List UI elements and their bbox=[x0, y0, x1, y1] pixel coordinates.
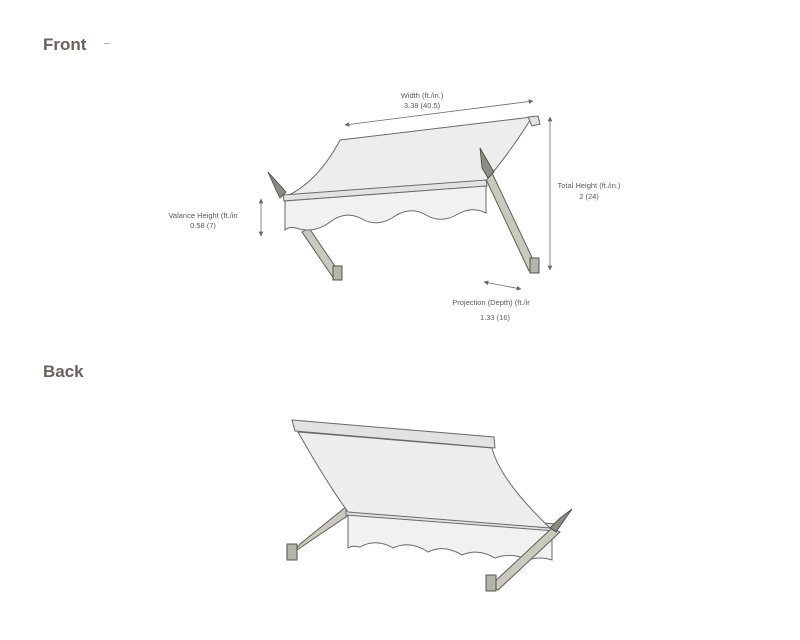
back-top-roller bbox=[291, 419, 496, 449]
back-right-finial bbox=[549, 508, 573, 533]
front-right-finial bbox=[479, 147, 495, 179]
front-section-title: Front bbox=[43, 35, 87, 54]
back-left-wall-bracket bbox=[286, 543, 298, 561]
front-bar bbox=[282, 179, 488, 202]
back-left-arm bbox=[293, 505, 354, 553]
back-section-title: Back bbox=[43, 362, 84, 381]
back-canopy-fabric bbox=[297, 431, 552, 529]
total-height-value: 2 (24) bbox=[579, 192, 599, 201]
total-height-label: Total Height (ft./in.) bbox=[558, 181, 621, 190]
front-valance bbox=[284, 185, 487, 232]
width-label: Width (ft./in.) bbox=[401, 91, 444, 100]
valance-height-value: 0.58 (7) bbox=[190, 221, 216, 230]
projection-dimension: Projection (Depth) (ft./ir 1.33 (16) bbox=[452, 280, 530, 322]
projection-label: Projection (Depth) (ft./ir bbox=[452, 298, 530, 307]
back-awning bbox=[286, 419, 573, 592]
title-divider bbox=[104, 43, 110, 44]
valance-height-label: Valance Height (ft./in bbox=[168, 211, 237, 220]
width-value: 3.38 (40.5) bbox=[404, 101, 441, 110]
valance-height-dimension: Valance Height (ft./in 0.58 (7) bbox=[168, 198, 264, 237]
front-left-finial bbox=[267, 171, 287, 199]
projection-arrow bbox=[483, 280, 522, 291]
front-right-arm bbox=[483, 172, 538, 272]
width-dimension: Width (ft./in.) 3.38 (40.5) bbox=[344, 91, 534, 127]
width-arrow bbox=[344, 99, 534, 127]
front-left-wall-bracket bbox=[332, 265, 343, 281]
front-awning bbox=[267, 115, 541, 281]
projection-value: 1.33 (16) bbox=[480, 313, 511, 322]
front-top-roller bbox=[527, 115, 541, 127]
total-height-dimension: Total Height (ft./in.) 2 (24) bbox=[547, 116, 621, 271]
front-right-wall-bracket bbox=[529, 257, 540, 274]
back-right-wall-bracket bbox=[485, 574, 497, 592]
